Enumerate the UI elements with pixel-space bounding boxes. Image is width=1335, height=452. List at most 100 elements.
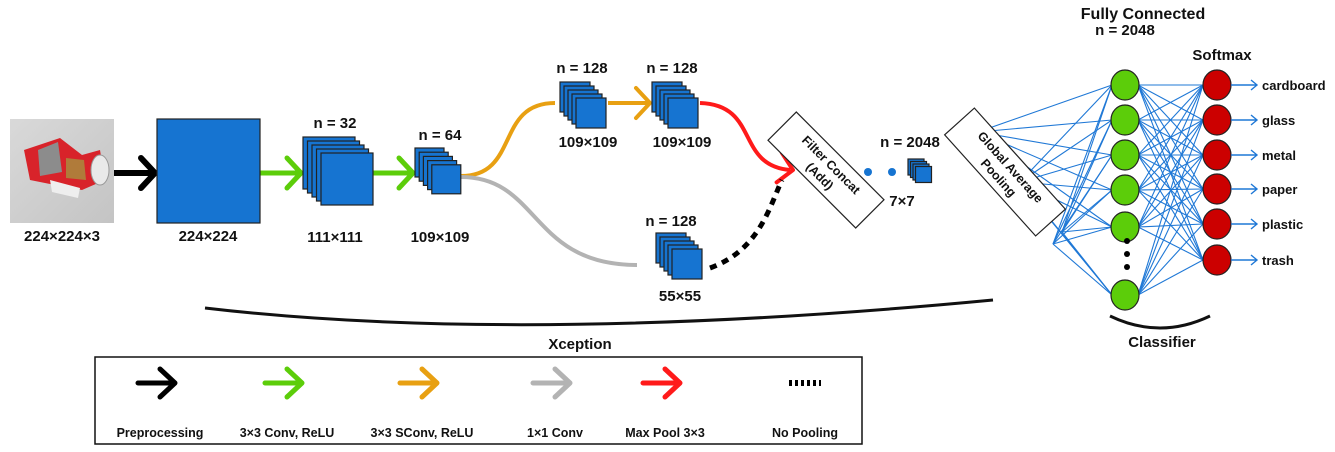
preprocessed-layer	[156, 118, 261, 224]
filter-count-label: n = 64	[419, 127, 463, 144]
input-size-label: 224×224×3	[24, 228, 100, 245]
connection-edge	[1052, 84, 1113, 245]
softmax-node	[1202, 104, 1232, 136]
legend-item: 3×3 Conv, ReLU	[240, 366, 335, 440]
class-label: plastic	[1262, 217, 1303, 232]
legend-label: Preprocessing	[117, 426, 204, 440]
arrowhead-icon	[138, 155, 158, 191]
xception-brace	[204, 298, 994, 327]
connection-edge	[1137, 259, 1204, 296]
class-label: glass	[1262, 113, 1295, 128]
output-arrow-icon	[1231, 79, 1259, 91]
layer-size-label: 111×111	[307, 229, 363, 246]
output-arrow-icon	[1231, 149, 1259, 161]
ellipsis-dot	[888, 168, 896, 176]
output-arrow-icon	[1231, 254, 1259, 266]
connection-edge	[1137, 84, 1204, 228]
feature-map-stack	[655, 232, 703, 280]
connection-edge	[1052, 226, 1113, 245]
connection-edge	[1137, 119, 1204, 228]
softmax-node	[1202, 244, 1232, 276]
ellipsis-dot	[864, 168, 872, 176]
layer-size-label: 109×109	[653, 134, 712, 151]
classifier-label: Classifier	[1128, 334, 1196, 351]
sconv-curve	[460, 101, 556, 178]
fc-node	[1110, 174, 1140, 206]
connection-edge	[1137, 154, 1204, 296]
fc-node	[1110, 279, 1140, 311]
legend-label: Max Pool 3×3	[625, 426, 705, 440]
legend-item: Preprocessing	[117, 366, 204, 440]
input-image	[10, 119, 114, 223]
output-arrow-icon	[1231, 114, 1259, 126]
class-label: paper	[1262, 182, 1297, 197]
softmax-node	[1202, 173, 1232, 205]
classifier-brace	[1109, 314, 1211, 330]
layer-size-label: 109×109	[559, 134, 618, 151]
class-label: trash	[1262, 253, 1294, 268]
connection-edge	[1052, 189, 1113, 245]
connection-edge	[1137, 119, 1204, 296]
layer-size-label: 55×55	[659, 288, 701, 305]
legend-item: 1×1 Conv	[527, 366, 583, 440]
connection-edge	[1052, 154, 1113, 245]
connection-edge	[1019, 84, 1113, 183]
connection-edge	[1137, 84, 1204, 191]
connection-edge	[977, 84, 1113, 133]
arrowhead-icon	[396, 155, 416, 191]
layer-size-label: 224×224	[179, 228, 238, 245]
fc-node	[1110, 69, 1140, 101]
ellipsis-dot	[1124, 264, 1130, 270]
feature-map-stack	[559, 81, 607, 129]
layer-size-label: 109×109	[411, 229, 470, 246]
layer-size-label: 7×7	[889, 193, 914, 210]
legend-item: No Pooling	[772, 380, 838, 440]
fc-node	[1110, 211, 1140, 243]
legend-label: 1×1 Conv	[527, 426, 583, 440]
filter-count-label: n = 32	[314, 115, 357, 132]
connection-edge	[1137, 84, 1204, 156]
legend-item: 3×3 SConv, ReLU	[371, 366, 473, 440]
softmax-node	[1202, 69, 1232, 101]
legend-label: No Pooling	[772, 426, 838, 440]
filter-count-label: n = 128	[556, 60, 607, 77]
fc-count-label: n = 2048	[1095, 22, 1155, 39]
legend-arrow-icon	[530, 366, 573, 400]
legend-arrow-icon	[135, 366, 178, 400]
connection-edge	[1137, 84, 1204, 296]
filter-count-label: n = 128	[646, 60, 697, 77]
output-arrow-icon	[1231, 183, 1259, 195]
connection-edge	[1137, 223, 1204, 296]
arrowhead-icon	[634, 86, 652, 120]
xception-label: Xception	[548, 336, 611, 353]
connection-edge	[1052, 119, 1113, 245]
connection-edge	[1061, 231, 1113, 296]
connection-edge	[1137, 84, 1204, 121]
connection-edge	[1052, 243, 1113, 296]
class-label: metal	[1262, 148, 1296, 163]
conv1x1-curve	[460, 175, 638, 267]
connection-edge	[1137, 226, 1204, 261]
ellipsis-dot	[1124, 251, 1130, 257]
legend-arrow-icon	[397, 366, 440, 400]
feature-map-stack	[651, 81, 699, 129]
softmax-node	[1202, 139, 1232, 171]
connection-edge	[1061, 226, 1113, 233]
filter-count-label: n = 2048	[880, 134, 940, 151]
fc-node	[1110, 139, 1140, 171]
fc-node	[1110, 104, 1140, 136]
legend-label: 3×3 Conv, ReLU	[240, 426, 335, 440]
legend-box	[94, 356, 863, 445]
class-label: cardboard	[1262, 78, 1326, 93]
filter-count-label: n = 128	[645, 213, 696, 230]
output-arrow-icon	[1231, 218, 1259, 230]
softmax-title: Softmax	[1192, 47, 1252, 64]
arrowhead-icon	[284, 155, 304, 191]
softmax-node	[1202, 208, 1232, 240]
feature-map-stack	[907, 158, 933, 184]
feature-map-stack	[302, 136, 374, 206]
legend-arrow-icon	[640, 366, 683, 400]
legend-arrow-icon	[262, 366, 305, 400]
global-average-pooling-block: Global Average Pooling	[943, 107, 1067, 237]
